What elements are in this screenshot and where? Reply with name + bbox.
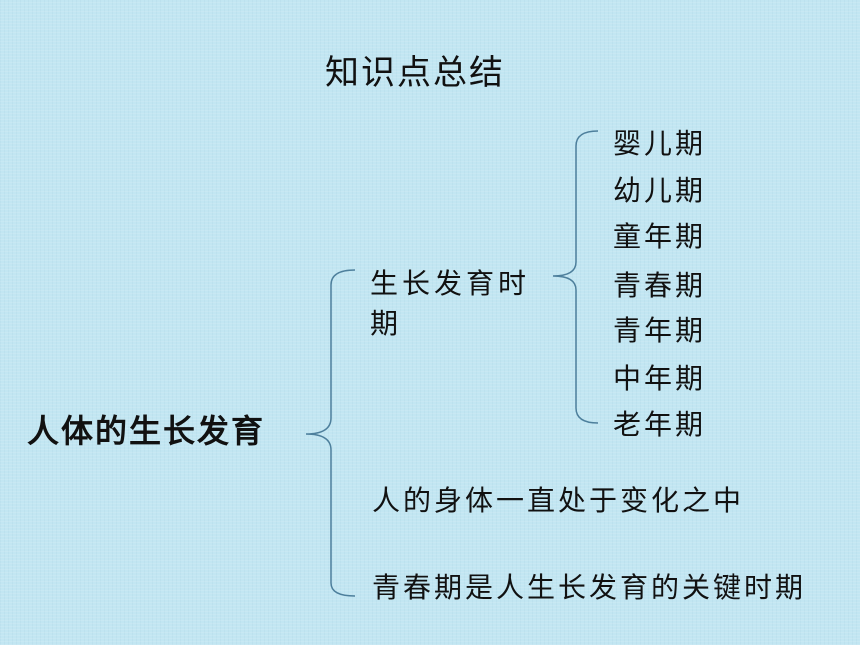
periods-brace	[552, 130, 599, 424]
period-item: 青年期	[613, 314, 707, 347]
main-brace	[305, 269, 356, 597]
period-item: 幼儿期	[613, 174, 707, 207]
root-topic: 人体的生长发育	[27, 412, 266, 450]
page-title: 知识点总结	[325, 53, 505, 93]
period-item: 婴儿期	[613, 127, 707, 160]
period-item: 中年期	[613, 362, 707, 395]
period-item: 童年期	[613, 220, 707, 253]
branch-statement-puberty: 青春期是人生长发育的关键时期	[372, 571, 807, 604]
period-item: 老年期	[613, 408, 707, 441]
branch-statement-change: 人的身体一直处于变化之中	[372, 484, 745, 517]
branch-growth-periods: 生长发育时期	[370, 267, 531, 340]
period-item: 青春期	[613, 269, 707, 302]
